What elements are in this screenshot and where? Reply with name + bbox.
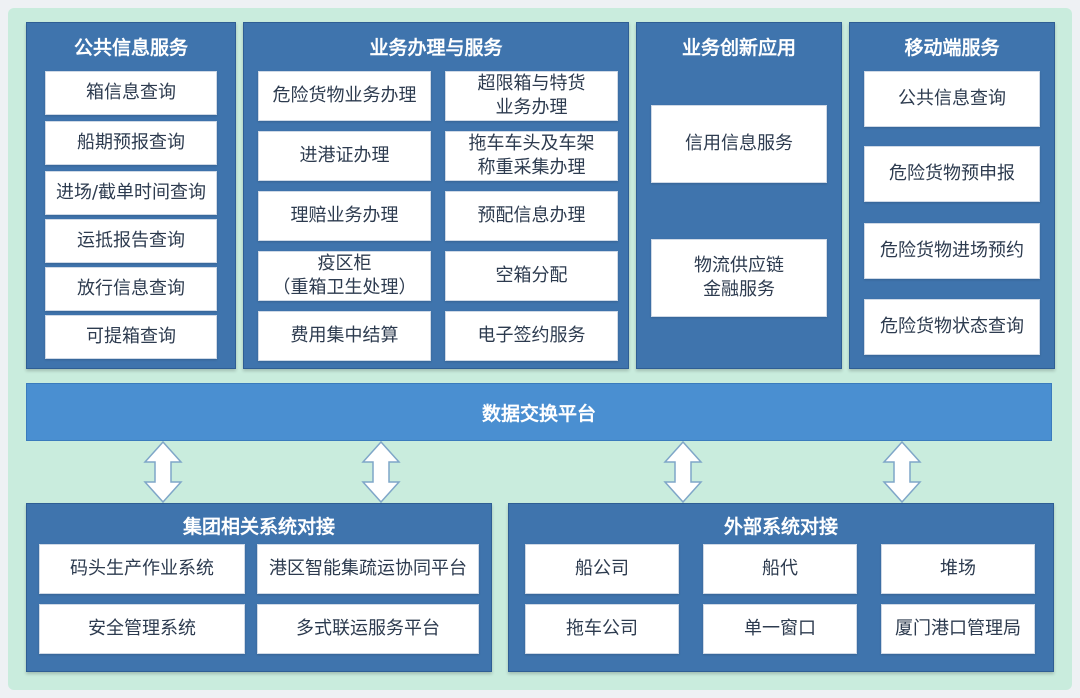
mobile-item: 危险货物预申报 (864, 146, 1040, 202)
business-item: 理赔业务办理 (258, 191, 431, 241)
panel-title: 外部系统对接 (723, 516, 838, 538)
group-system-item: 安全管理系统 (39, 604, 245, 654)
external-system-item: 拖车公司 (525, 604, 679, 654)
bidirectional-arrow-icon (882, 440, 922, 504)
business-item: 危险货物业务办理 (258, 71, 431, 121)
public-info-item: 船期预报查询 (45, 121, 217, 165)
external-system-item: 堆场 (881, 544, 1035, 594)
external-system-item: 厦门港口管理局 (881, 604, 1035, 654)
business-item: 进港证办理 (258, 131, 431, 181)
business-item: 预配信息办理 (445, 191, 618, 241)
mobile-item: 危险货物进场预约 (864, 223, 1040, 279)
mobile-item: 危险货物状态查询 (864, 299, 1040, 355)
panel-innovation: 业务创新应用 信用信息服务 物流供应链 金融服务 (636, 22, 842, 369)
panel-business: 业务办理与服务 危险货物业务办理 超限箱与特货 业务办理 进港证办理 拖车车头及… (243, 22, 629, 369)
innovation-item: 信用信息服务 (651, 105, 827, 183)
business-item: 空箱分配 (445, 251, 618, 301)
mobile-item: 公共信息查询 (864, 71, 1040, 127)
group-system-item: 多式联运服务平台 (257, 604, 479, 654)
business-item: 电子签约服务 (445, 311, 618, 361)
group-system-item: 港区智能集疏运协同平台 (257, 544, 479, 594)
bidirectional-arrow-icon (361, 440, 401, 504)
business-item: 疫区柜 （重箱卫生处理） (258, 251, 431, 301)
business-item: 费用集中结算 (258, 311, 431, 361)
panel-title: 移动端服务 (904, 37, 1000, 59)
business-item: 超限箱与特货 业务办理 (445, 71, 618, 121)
public-info-item: 可提箱查询 (45, 315, 217, 359)
panel-public-info: 公共信息服务 箱信息查询 船期预报查询 进场/截单时间查询 运抵报告查询 放行信… (26, 22, 236, 369)
panel-external-systems: 外部系统对接 船公司 船代 堆场 拖车公司 单一窗口 厦门港口管理局 (508, 503, 1054, 672)
panel-title: 业务办理与服务 (369, 37, 503, 59)
public-info-item: 放行信息查询 (45, 267, 217, 311)
panel-title: 公共信息服务 (73, 37, 188, 59)
panel-title: 业务创新应用 (681, 37, 796, 59)
public-info-item: 箱信息查询 (45, 71, 217, 115)
external-system-item: 船代 (703, 544, 857, 594)
panel-mobile: 移动端服务 公共信息查询 危险货物预申报 危险货物进场预约 危险货物状态查询 (849, 22, 1055, 369)
innovation-item: 物流供应链 金融服务 (651, 239, 827, 317)
bidirectional-arrow-icon (663, 440, 703, 504)
external-system-item: 单一窗口 (703, 604, 857, 654)
panel-title: 集团相关系统对接 (182, 516, 335, 538)
public-info-item: 进场/截单时间查询 (45, 171, 217, 215)
external-system-item: 船公司 (525, 544, 679, 594)
bidirectional-arrow-icon (143, 440, 183, 504)
public-info-item: 运抵报告查询 (45, 219, 217, 263)
business-item: 拖车车头及车架 称重采集办理 (445, 131, 618, 181)
group-system-item: 码头生产作业系统 (39, 544, 245, 594)
data-exchange-platform: 数据交换平台 (26, 383, 1052, 441)
panel-group-systems: 集团相关系统对接 码头生产作业系统 港区智能集疏运协同平台 安全管理系统 多式联… (26, 503, 492, 672)
